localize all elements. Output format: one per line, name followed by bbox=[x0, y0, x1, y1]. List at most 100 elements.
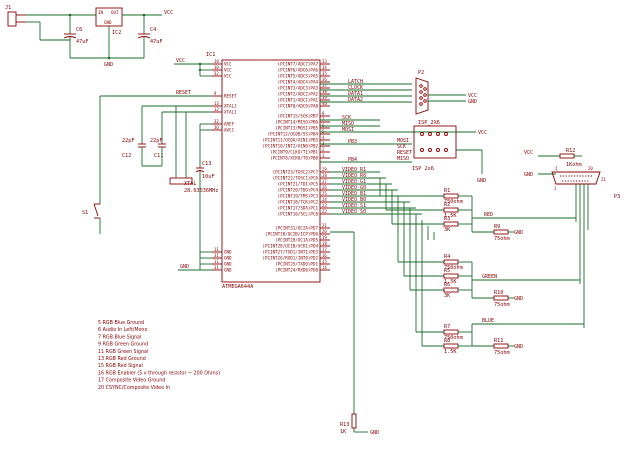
mcu-pin-name: (PCINT29/OC1A)PD5 bbox=[275, 238, 318, 243]
note-line: 5 RGB Blue Ground bbox=[98, 320, 144, 326]
note-line: 13 RGB Red Ground bbox=[98, 356, 146, 362]
c11-ref: C11 bbox=[154, 153, 163, 159]
mcu-pin-name: (PCINT3/ADC3)PA3 bbox=[278, 86, 319, 91]
mcu-pin-number: 1 bbox=[322, 153, 325, 158]
video-net-label: VIDEO_G0 bbox=[342, 185, 366, 191]
isp-pin-reset: RESET bbox=[397, 150, 412, 156]
mcu-pin-number: 36 bbox=[322, 77, 327, 82]
db9-shell bbox=[415, 77, 429, 115]
r6-val: 3K bbox=[444, 293, 451, 299]
blue-gnd: GND bbox=[514, 344, 523, 350]
mcu-pin-number: 8 bbox=[322, 111, 325, 116]
r4-val: 750ohm bbox=[444, 265, 463, 271]
video-net-label: VIDEO_G1 bbox=[342, 179, 366, 185]
mcu-pin-name: (PCINT21/TDI)PC5 bbox=[278, 182, 319, 187]
note-line: 20 CSYNC/Composite Video In bbox=[98, 385, 170, 391]
mcu-pin-name: (PCINT26/RXD1/INT0)PD2 bbox=[263, 256, 319, 261]
mcu-pin-name: (PCINT7/ADC7)PA7 bbox=[278, 62, 319, 67]
mcu-pin-name: (PCINT24/RXD0)PD0 bbox=[275, 268, 318, 273]
mcu-vcc-net: VCC bbox=[174, 58, 212, 77]
clock-label: CLOCK bbox=[348, 85, 363, 91]
isp-ref: ISP_2X6 bbox=[418, 120, 440, 126]
mcu-pin-name: XTAL1 bbox=[224, 110, 237, 115]
mcu-pin-number: 30 bbox=[214, 125, 219, 130]
r11-val: 75ohm bbox=[494, 350, 510, 356]
mcu-pin-name: (PCINT6/ADC6)PA6 bbox=[278, 68, 319, 73]
mcu-pin-name: VCC bbox=[224, 74, 232, 79]
mcu-pin-number: 12 bbox=[214, 107, 219, 112]
mcu-pin-number: 28 bbox=[322, 173, 327, 178]
mcu-pin-number: 32 bbox=[214, 119, 219, 124]
mcu-pin-number: 34 bbox=[322, 65, 327, 70]
c11-val: 22pF bbox=[150, 138, 163, 144]
c12-val: 22pF bbox=[122, 138, 135, 144]
mcu-pin-name: (PCINT23/TOSC2)PC7 bbox=[273, 170, 319, 175]
isp-body bbox=[413, 125, 457, 159]
blue-ladder: R7 750ohm R8 1.5K BLUE R11 75ohm GND bbox=[415, 214, 584, 356]
isp-pin-miso: MISO bbox=[397, 156, 409, 162]
mcu-pin-number: 23 bbox=[322, 203, 327, 208]
video-net-label: VIDEO_R0 bbox=[342, 173, 366, 179]
mcu-pin-number: 5 bbox=[322, 129, 325, 134]
scart-gnd: GND bbox=[524, 172, 533, 178]
r1-ref: R1 bbox=[444, 188, 450, 194]
scart-pins bbox=[560, 175, 592, 182]
mcu-pin-name: (PCINT11/OC0A/AIN1)PB3 bbox=[263, 138, 319, 143]
mcu-pin-number: 7 bbox=[322, 117, 325, 122]
mcu-pin-name: (PCINT30/OC2B/ICP)PD6 bbox=[265, 232, 318, 237]
mcu-pin-name: AREF bbox=[224, 122, 235, 127]
isp-pin-sck: SCK bbox=[397, 144, 406, 150]
scart-pin-20: 20 bbox=[588, 166, 593, 171]
video-dac: VIDEO_R1VIDEO_R0VIDEO_G1VIDEO_G0VIDEO_B1… bbox=[330, 167, 584, 356]
note-line: 15 RGB Red Signal bbox=[98, 363, 143, 369]
power-section: J1 IN OUT GND IC2 VCC C6 47uF C4 47uF GN bbox=[5, 5, 173, 68]
mcu-pin-name: (PCINT16/SCL)PC0 bbox=[278, 212, 319, 217]
regulator-ref: IC2 bbox=[112, 30, 121, 36]
scart-pin-21: 21 bbox=[601, 177, 606, 182]
mcu-pin-number: 16 bbox=[322, 253, 327, 258]
r3-ref: R3 bbox=[444, 216, 450, 222]
mcu-pin-name: GND bbox=[224, 256, 232, 261]
data2-label: DATA2 bbox=[348, 97, 363, 103]
mcu-pin-name: (PCINT19/TMS)PC3 bbox=[278, 194, 319, 199]
mcu-ref: IC1 bbox=[206, 52, 215, 58]
video-net-labels: VIDEO_R1VIDEO_R0VIDEO_G1VIDEO_G0VIDEO_B1… bbox=[330, 167, 422, 215]
r6-ref: R6 bbox=[444, 282, 450, 288]
crystal-section: 22pF C12 22pF C11 XTAL 28.63636MHz bbox=[122, 105, 218, 194]
green-label: GREEN bbox=[482, 274, 497, 280]
jack-ref: J1 bbox=[5, 5, 11, 11]
r7-ref: R7 bbox=[444, 324, 450, 330]
mcu-pin-name: (PCINT28/OC1B/XCK1)PD4 bbox=[263, 244, 319, 249]
reg-gnd-net: GND bbox=[104, 62, 113, 68]
note-line: 7 RGB Blue Signal bbox=[98, 334, 141, 340]
snes-gnd: GND bbox=[468, 99, 477, 105]
mcu-pin-name: (PCINT25/TXD0)PD1 bbox=[275, 262, 318, 267]
mcu-pin-number: 27 bbox=[322, 179, 327, 184]
r13-val: 1K bbox=[340, 429, 347, 435]
mcu-pin-name: (PCINT8/XCK0/T0)PB0 bbox=[270, 156, 318, 161]
isp-label: ISP 2x6 bbox=[412, 166, 434, 172]
mcu-pin-name: GND bbox=[224, 268, 232, 273]
avcc-section: C13 10uF bbox=[195, 123, 215, 258]
c13-ref: C13 bbox=[202, 161, 211, 167]
video-net-label: VIDEO_R1 bbox=[342, 167, 366, 173]
c4-ref: C4 bbox=[150, 27, 156, 33]
mcu-pin-number: 39 bbox=[322, 95, 327, 100]
mcu-part: ATMEGA644A bbox=[222, 284, 254, 290]
mcu-pin-number: 37 bbox=[322, 83, 327, 88]
mcu-pin-number: 32 bbox=[214, 71, 219, 76]
mcu-pin-number: 10 bbox=[214, 59, 219, 64]
r11-ref: R11 bbox=[494, 338, 503, 344]
c12-ref: C12 bbox=[122, 153, 131, 159]
mcu-pin-name: (PCINT1/ADC1)PA1 bbox=[278, 98, 319, 103]
green-ladder: R4 750ohm R5 1.5K R6 3K GREEN R10 75ohm … bbox=[397, 196, 580, 308]
mcu-vcc-label: VCC bbox=[176, 58, 185, 64]
scart-ref: P3 bbox=[614, 194, 620, 200]
mcu-pin-name: AVCC bbox=[224, 128, 235, 133]
mcu-pin-number: 19 bbox=[322, 235, 327, 240]
scart-pin-2: 2 bbox=[555, 166, 558, 171]
mcu-pin-number: 17 bbox=[322, 247, 327, 252]
sck-label: SCK bbox=[342, 115, 351, 121]
